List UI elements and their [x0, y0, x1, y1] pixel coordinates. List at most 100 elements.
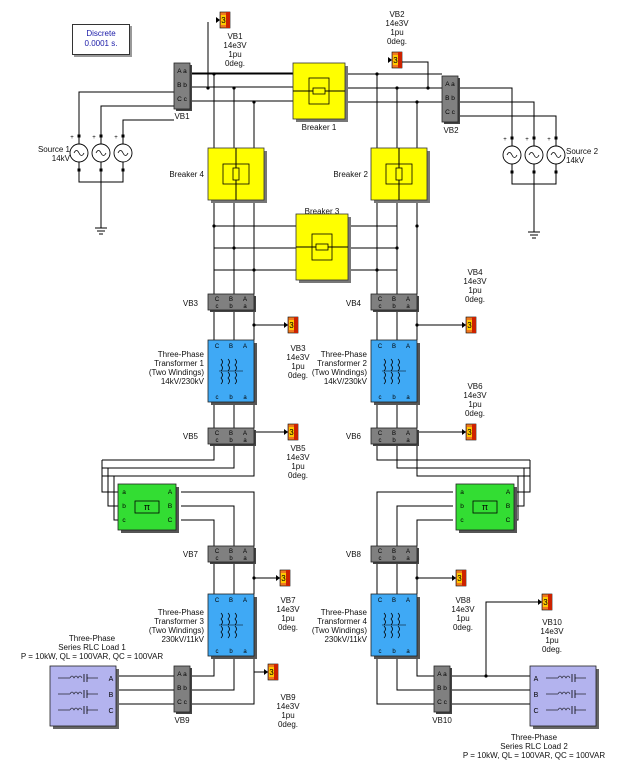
- vb1-scope[interactable]: 3: [216, 11, 231, 29]
- vb9-display-label-line-1: VB9: [280, 693, 296, 702]
- junction-dot: [232, 86, 236, 90]
- vb5-scope-bar: [294, 424, 298, 440]
- vb4-vi-body[interactable]: [370, 293, 418, 311]
- vb3-vi-port-up-1: B: [229, 297, 233, 303]
- vb4-vi-port-dn-2: a: [406, 304, 410, 310]
- breaker-2-label-line-1: Breaker 2: [333, 170, 368, 179]
- vb5-scope-window: [289, 427, 294, 437]
- vb9-scope[interactable]: 3: [264, 663, 279, 681]
- vb10-vi-block[interactable]: A aB bC c: [433, 665, 452, 714]
- vb5-scope[interactable]: 3: [284, 423, 299, 441]
- port-pin: [554, 136, 558, 140]
- rlc-load-2-body[interactable]: [529, 665, 597, 727]
- source-1-phase-0[interactable]: +: [69, 135, 89, 170]
- breaker-4[interactable]: [207, 147, 267, 203]
- source-2-phase-0[interactable]: +: [502, 137, 522, 172]
- vb7-vi-body[interactable]: [207, 545, 255, 563]
- source-1-label-line-2: 14kV: [51, 154, 70, 163]
- vb1-vi-block[interactable]: A aB bC c: [173, 62, 192, 111]
- vb10-block-label: VB10: [422, 716, 462, 725]
- source-2-phase-1-plus: +: [525, 137, 529, 143]
- vb10-vi-body[interactable]: [433, 665, 451, 713]
- source-2-label-line-2: 14kV: [566, 156, 585, 165]
- vb5-vi-body[interactable]: [207, 427, 255, 445]
- vb8-scope[interactable]: 3: [452, 569, 467, 587]
- port-pin: [99, 134, 103, 138]
- breaker-1-label-line-1: Breaker 1: [301, 123, 337, 132]
- vb4-vi-port-up-1: B: [392, 297, 396, 303]
- vb8-vi-body[interactable]: [370, 545, 418, 563]
- source-1-phase-2[interactable]: +: [113, 135, 133, 170]
- port-pin: [121, 134, 125, 138]
- wire: [190, 656, 215, 677]
- vb2-scope-window: [393, 55, 398, 65]
- vb8-vi-port-dn-1: b: [392, 556, 396, 562]
- vb3-scope[interactable]: 3: [284, 316, 299, 334]
- vb2-scope[interactable]: 3: [388, 51, 403, 69]
- vb8-scope-window: [457, 573, 462, 583]
- transformer-3-coil: [220, 612, 223, 626]
- pi-line-2-port-l-1: b: [460, 503, 464, 510]
- vb9-vi-block[interactable]: A aB bC c: [173, 665, 192, 714]
- vb6-scope[interactable]: 3: [462, 423, 477, 441]
- vb1-vi-body[interactable]: [173, 62, 191, 110]
- rlc-load-1-body[interactable]: [49, 665, 117, 727]
- junction-dot: [212, 224, 216, 228]
- transformer-1-port-out-1: b: [229, 395, 233, 401]
- vb6-vi-port-up-2: A: [406, 431, 410, 437]
- vb9-vi-body[interactable]: [173, 665, 191, 713]
- source-1-phase-1[interactable]: +: [91, 135, 111, 170]
- transformer-4-port-in-1: B: [392, 598, 396, 604]
- rlc-load-2[interactable]: ABC: [529, 665, 599, 729]
- junction-dot: [252, 268, 256, 272]
- transformer-1-port-in-1: B: [229, 344, 233, 350]
- vb2-scope-bar: [398, 52, 402, 68]
- breaker-1[interactable]: [292, 62, 348, 122]
- source-2-phase-1[interactable]: +: [524, 137, 544, 172]
- wire: [181, 505, 235, 546]
- vb3-vi-body[interactable]: [207, 293, 255, 311]
- vb6-vi-body[interactable]: [370, 427, 418, 445]
- vb2-vi-block[interactable]: A aB bC c: [441, 75, 460, 124]
- discrete-powergui-block[interactable]: Discrete 0.0001 s.: [72, 24, 130, 55]
- vb3-vi-port-up-0: C: [215, 297, 220, 303]
- vb7-scope[interactable]: 3: [276, 569, 291, 587]
- pi-line-2-body[interactable]: [455, 483, 515, 531]
- wire: [113, 476, 118, 521]
- transformer-2-label-line-4: 14kV/230kV: [323, 377, 367, 386]
- vb2-vi-port-2: C c: [445, 109, 456, 116]
- vb2-vi-port-1: B b: [445, 95, 455, 102]
- vb2-vi-body[interactable]: [441, 75, 459, 123]
- pi-line-2-port-r-1: B: [506, 503, 510, 510]
- transformer-4-coil: [383, 612, 386, 626]
- vb4-scope-window: [467, 320, 472, 330]
- vb6-vi-port-dn-1: b: [392, 438, 396, 444]
- vb9-display-label-line-2: 14e3V: [276, 702, 300, 711]
- rlc-load-1[interactable]: ABC: [49, 665, 119, 729]
- breaker-3[interactable]: [295, 213, 351, 283]
- vb6-vi-port-up-1: B: [392, 431, 396, 437]
- transformer-1-port-in-2: A: [243, 344, 247, 350]
- pi-line-1-body[interactable]: [117, 483, 177, 531]
- source-2-phase-2[interactable]: +: [546, 137, 566, 172]
- breaker-2[interactable]: [370, 147, 430, 203]
- vb10-scope[interactable]: 3: [538, 593, 553, 611]
- vb3-vi-port-dn-0: c: [216, 304, 219, 310]
- vb4-scope[interactable]: 3: [462, 316, 477, 334]
- breaker-4-label-line-1: Breaker 4: [169, 170, 204, 179]
